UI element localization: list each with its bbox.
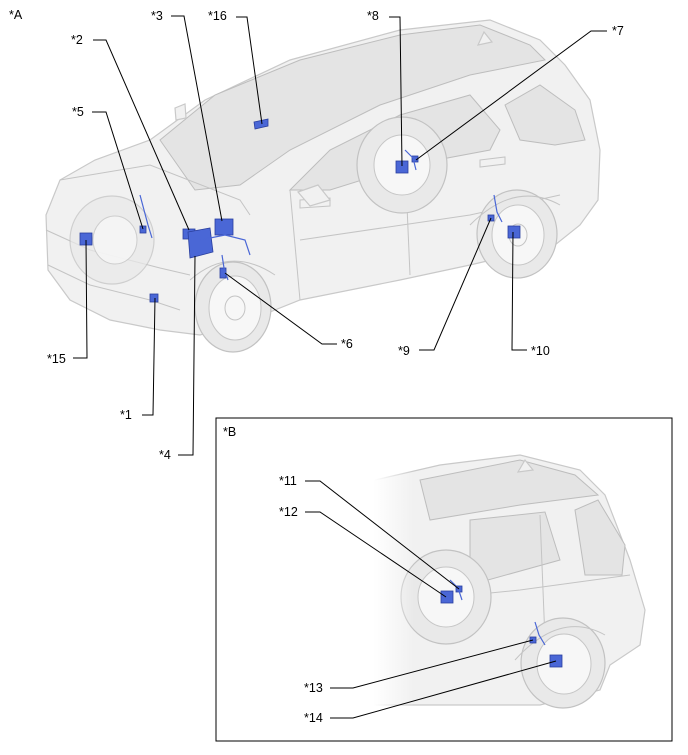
part-5-sensor bbox=[139, 225, 147, 234]
part-1-sensor bbox=[149, 293, 159, 303]
highlighted-components-a bbox=[79, 118, 521, 303]
leader-lines-b bbox=[305, 480, 557, 719]
vehicle-illustration-a bbox=[45, 19, 601, 353]
part-4-ecu bbox=[187, 227, 214, 259]
callout-9: *9 bbox=[398, 344, 410, 358]
callout-3: *3 bbox=[151, 9, 163, 23]
callout-8: *8 bbox=[367, 9, 379, 23]
callout-4: *4 bbox=[159, 448, 171, 462]
callout-6: *6 bbox=[341, 337, 353, 351]
part-10-hub bbox=[507, 225, 521, 239]
callout-13: *13 bbox=[304, 681, 323, 695]
part-3-actuator bbox=[214, 218, 234, 236]
view-label-b: *B bbox=[223, 425, 236, 439]
callout-15: *15 bbox=[47, 352, 66, 366]
callout-2: *2 bbox=[71, 33, 83, 47]
callout-14: *14 bbox=[304, 711, 323, 725]
vehicle-illustration-b bbox=[374, 450, 646, 740]
callout-7: *7 bbox=[612, 24, 624, 38]
part-16-sensor bbox=[253, 118, 269, 130]
part-12-hub bbox=[440, 590, 454, 604]
callout-11: *11 bbox=[279, 474, 297, 488]
callout-16: *16 bbox=[208, 9, 227, 23]
callout-12: *12 bbox=[279, 505, 298, 519]
leader-lines-a bbox=[73, 15, 607, 456]
callout-1: *1 bbox=[120, 408, 132, 422]
view-label-a: *A bbox=[9, 8, 23, 22]
callout-10: *10 bbox=[531, 344, 550, 358]
highlighted-components-b bbox=[440, 579, 563, 668]
callout-5: *5 bbox=[72, 105, 84, 119]
